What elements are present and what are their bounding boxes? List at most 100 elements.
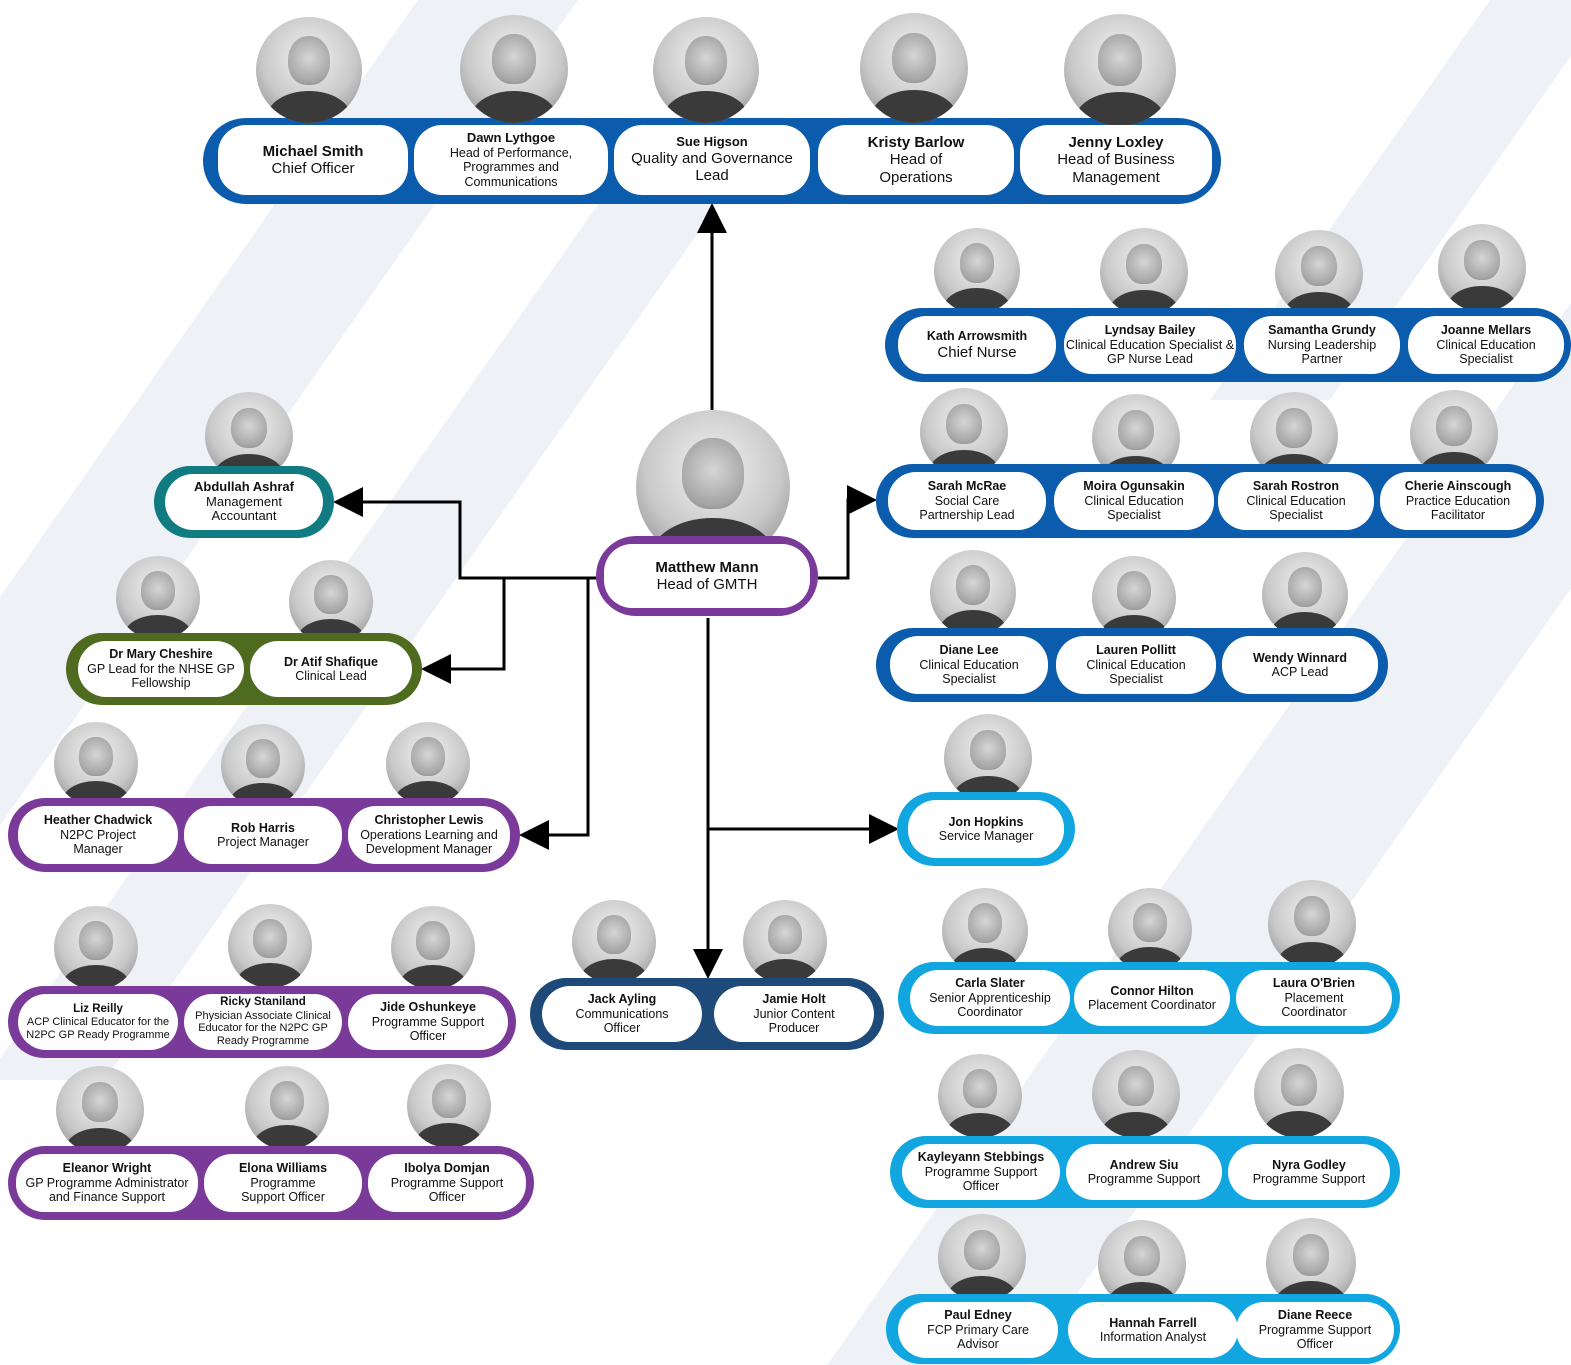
photo-rob-harris	[221, 724, 305, 808]
photo-diane-lee	[930, 550, 1016, 636]
person-role: Programme Support Officer	[371, 1014, 485, 1044]
photo-michael-smith	[256, 17, 362, 123]
person-role: Physician Associate Clinical Educator fo…	[195, 1009, 331, 1047]
photo-lauren-pollitt	[1092, 556, 1176, 640]
person-name: Diane Reece	[1277, 1308, 1353, 1323]
person-card: Hannah Farrell Information Analyst	[1068, 1302, 1238, 1358]
person-name: Sue Higson	[676, 134, 748, 150]
photo-sue-higson	[653, 17, 759, 123]
person-role: Programme Support Officer	[241, 1175, 325, 1205]
person-name: Cherie Ainscough	[1404, 479, 1512, 494]
person-name: Eleanor Wright	[62, 1161, 152, 1176]
person-card: Sarah Rostron Clinical Education Special…	[1218, 472, 1374, 530]
person-card: Elona Williams Programme Support Officer	[204, 1154, 362, 1212]
person-role: Programme Support Officer	[1258, 1322, 1372, 1352]
person-card: Jon Hopkins Service Manager	[908, 800, 1064, 858]
person-card: Heather Chadwick N2PC Project Manager	[18, 806, 178, 864]
person-name: Rob Harris	[231, 820, 295, 835]
person-role: Junior Content Producer	[753, 1006, 835, 1036]
photo-kayleyann-stebbings	[938, 1054, 1022, 1138]
person-card: Nyra Godley Programme Support	[1228, 1144, 1390, 1200]
person-card: Lauren Pollitt Clinical Education Specia…	[1056, 636, 1216, 694]
person-name: Liz Reilly	[73, 1002, 123, 1015]
person-role: Practice Education Facilitator	[1405, 493, 1511, 523]
photo-laura-obrien	[1268, 880, 1356, 968]
person-role: Programme Support	[1252, 1172, 1366, 1186]
person-name: Dr Atif Shafique	[284, 654, 378, 669]
person-name: Hannah Farrell	[1109, 1315, 1197, 1330]
person-name: Matthew Mann	[655, 558, 759, 576]
person-role: ACP Clinical Educator for the N2PC GP Re…	[26, 1015, 170, 1041]
person-card: Diane Lee Clinical Education Specialist	[890, 636, 1048, 694]
person-name: Andrew Siu	[1109, 1157, 1179, 1172]
photo-christopher-lewis	[386, 722, 470, 806]
person-card: Lyndsay Bailey Clinical Education Specia…	[1064, 316, 1236, 374]
person-role: Operations Learning and Development Mana…	[360, 827, 498, 857]
person-name: Jamie Holt	[762, 992, 826, 1007]
photo-carla-slater	[942, 888, 1028, 974]
connector-to-right-blue	[818, 485, 877, 580]
person-card: Sarah McRae Social Care Partnership Lead	[888, 472, 1046, 530]
person-role: Clinical Education Specialist	[1436, 337, 1536, 367]
photo-mary-cheshire	[116, 556, 200, 640]
person-role: Placement Coordinator	[1088, 998, 1216, 1012]
person-card: Carla Slater Senior Apprenticeship Coord…	[910, 970, 1070, 1026]
person-role: Programme Support Officer	[390, 1175, 504, 1205]
person-name: Kayleyann Stebbings	[917, 1150, 1045, 1165]
person-role: Chief Nurse	[937, 343, 1017, 361]
photo-paul-edney	[938, 1214, 1026, 1302]
person-name: Kath Arrowsmith	[926, 329, 1028, 344]
photo-atif-shafique	[289, 560, 373, 644]
person-role: GP Programme Administrator and Finance S…	[25, 1175, 189, 1205]
person-role: Clinical Education Specialist	[1246, 493, 1346, 523]
person-name: Carla Slater	[955, 976, 1025, 991]
person-name: Jack Ayling	[587, 992, 657, 1007]
photo-samantha-grundy	[1275, 230, 1363, 318]
photo-liz-reilly	[54, 906, 138, 990]
person-name: Wendy Winnard	[1252, 650, 1348, 665]
person-card: Andrew Siu Programme Support	[1066, 1144, 1222, 1200]
person-card: Rob Harris Project Manager	[184, 806, 342, 864]
person-card: Liz Reilly ACP Clinical Educator for the…	[18, 994, 178, 1050]
person-name: Elona Williams	[238, 1161, 328, 1176]
photo-jon-hopkins	[944, 714, 1032, 802]
person-card: Moira Ogunsakin Clinical Education Speci…	[1054, 472, 1214, 530]
photo-elona-williams	[245, 1066, 329, 1150]
person-role: FCP Primary Care Advisor	[927, 1322, 1029, 1352]
person-name: Joanne Mellars	[1440, 323, 1532, 338]
person-card: Jack Ayling Communications Officer	[542, 986, 702, 1042]
person-card: Eleanor Wright GP Programme Administrato…	[16, 1154, 198, 1212]
person-card: Jenny Loxley Head of Business Management	[1020, 125, 1212, 195]
person-card: Ricky Staniland Physician Associate Clin…	[184, 994, 342, 1050]
photo-jide-oshunkeye	[391, 906, 475, 990]
person-name: Laura O'Brien	[1272, 976, 1356, 991]
person-role: Programme Support	[1087, 1172, 1201, 1186]
person-card: Jamie Holt Junior Content Producer	[714, 986, 874, 1042]
person-name: Samantha Grundy	[1268, 323, 1376, 338]
photo-joanne-mellars	[1438, 224, 1526, 312]
photo-eleanor-wright	[56, 1066, 144, 1154]
photo-lyndsay-bailey	[1100, 228, 1188, 316]
person-role: Management Accountant	[206, 493, 282, 524]
person-card: Abdullah Ashraf Management Accountant	[165, 474, 323, 530]
connector-to-green	[421, 578, 506, 684]
person-role: Placement Coordinator	[1281, 990, 1347, 1020]
photo-wendy-winnard	[1262, 552, 1348, 638]
person-card: Connor Hilton Placement Coordinator	[1074, 970, 1230, 1026]
person-role: Service Manager	[938, 829, 1034, 843]
photo-kristy-barlow	[860, 13, 968, 123]
photo-andrew-siu	[1092, 1050, 1180, 1138]
person-card: Laura O'Brien Placement Coordinator	[1236, 970, 1392, 1026]
person-card: Ibolya Domjan Programme Support Officer	[368, 1154, 526, 1212]
person-role: Senior Apprenticeship Coordinator	[929, 990, 1051, 1020]
person-name: Michael Smith	[262, 142, 364, 160]
person-role: Clinical Education Specialist & GP Nurse…	[1065, 337, 1235, 367]
person-card: Kath Arrowsmith Chief Nurse	[898, 316, 1056, 374]
person-role: Communications Officer	[575, 1006, 669, 1036]
person-role: Head of Business Management	[1057, 151, 1175, 186]
person-name: Lyndsay Bailey	[1104, 323, 1196, 338]
person-card: Michael Smith Chief Officer	[218, 125, 408, 195]
person-card: Christopher Lewis Operations Learning an…	[348, 806, 510, 864]
person-name: Jon Hopkins	[948, 814, 1024, 829]
